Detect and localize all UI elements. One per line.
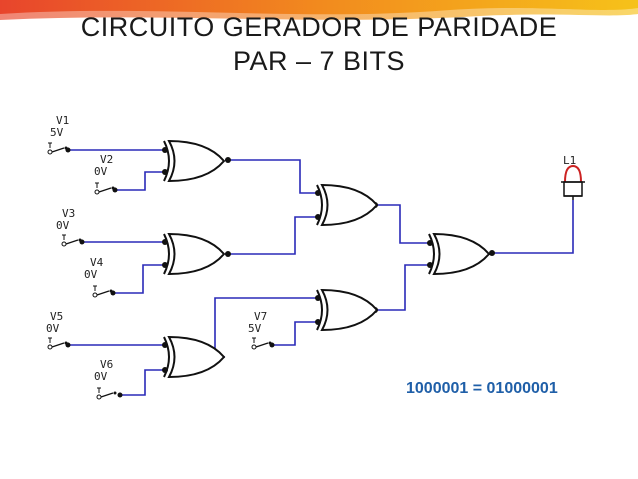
header-banner bbox=[0, 0, 638, 24]
v2-name: V2 bbox=[100, 153, 113, 166]
xor-gate-3 bbox=[316, 184, 378, 226]
parity-result-text: 1000001 = 01000001 bbox=[406, 380, 558, 397]
xor-gate-4 bbox=[316, 289, 378, 331]
xor-gate-2 bbox=[163, 233, 225, 275]
v4-name: V4 bbox=[90, 256, 104, 269]
wires bbox=[68, 149, 574, 396]
v1-value: 5V bbox=[50, 126, 64, 139]
v6-value: 0V bbox=[94, 370, 108, 383]
v4-value: 0V bbox=[84, 268, 98, 281]
v3-name: V3 bbox=[62, 207, 75, 220]
switch-v5 bbox=[47, 337, 69, 350]
xor-gate-1 bbox=[163, 140, 225, 182]
v1-name: V1 bbox=[56, 114, 69, 127]
v3-value: 0V bbox=[56, 219, 70, 232]
lamp-l1: L1 bbox=[561, 154, 585, 200]
xor-gate-6 bbox=[428, 233, 490, 275]
switch-v3 bbox=[61, 234, 83, 247]
page-subtitle: PAR – 7 BITS bbox=[232, 46, 406, 76]
v7-value: 5V bbox=[248, 322, 262, 335]
switch-v1 bbox=[47, 142, 69, 155]
switch-v4 bbox=[92, 285, 114, 298]
switch-v7 bbox=[251, 337, 273, 350]
v7-name: V7 bbox=[254, 310, 267, 323]
page-title: CIRCUITO GERADOR DE PARIDADE bbox=[80, 12, 558, 42]
v6-name: V6 bbox=[100, 358, 113, 371]
v5-value: 0V bbox=[46, 322, 60, 335]
lamp-name: L1 bbox=[563, 154, 576, 167]
switch-v2 bbox=[94, 182, 116, 195]
switch-v6 bbox=[96, 387, 118, 400]
v5-name: V5 bbox=[50, 310, 63, 323]
v2-value: 0V bbox=[94, 165, 108, 178]
